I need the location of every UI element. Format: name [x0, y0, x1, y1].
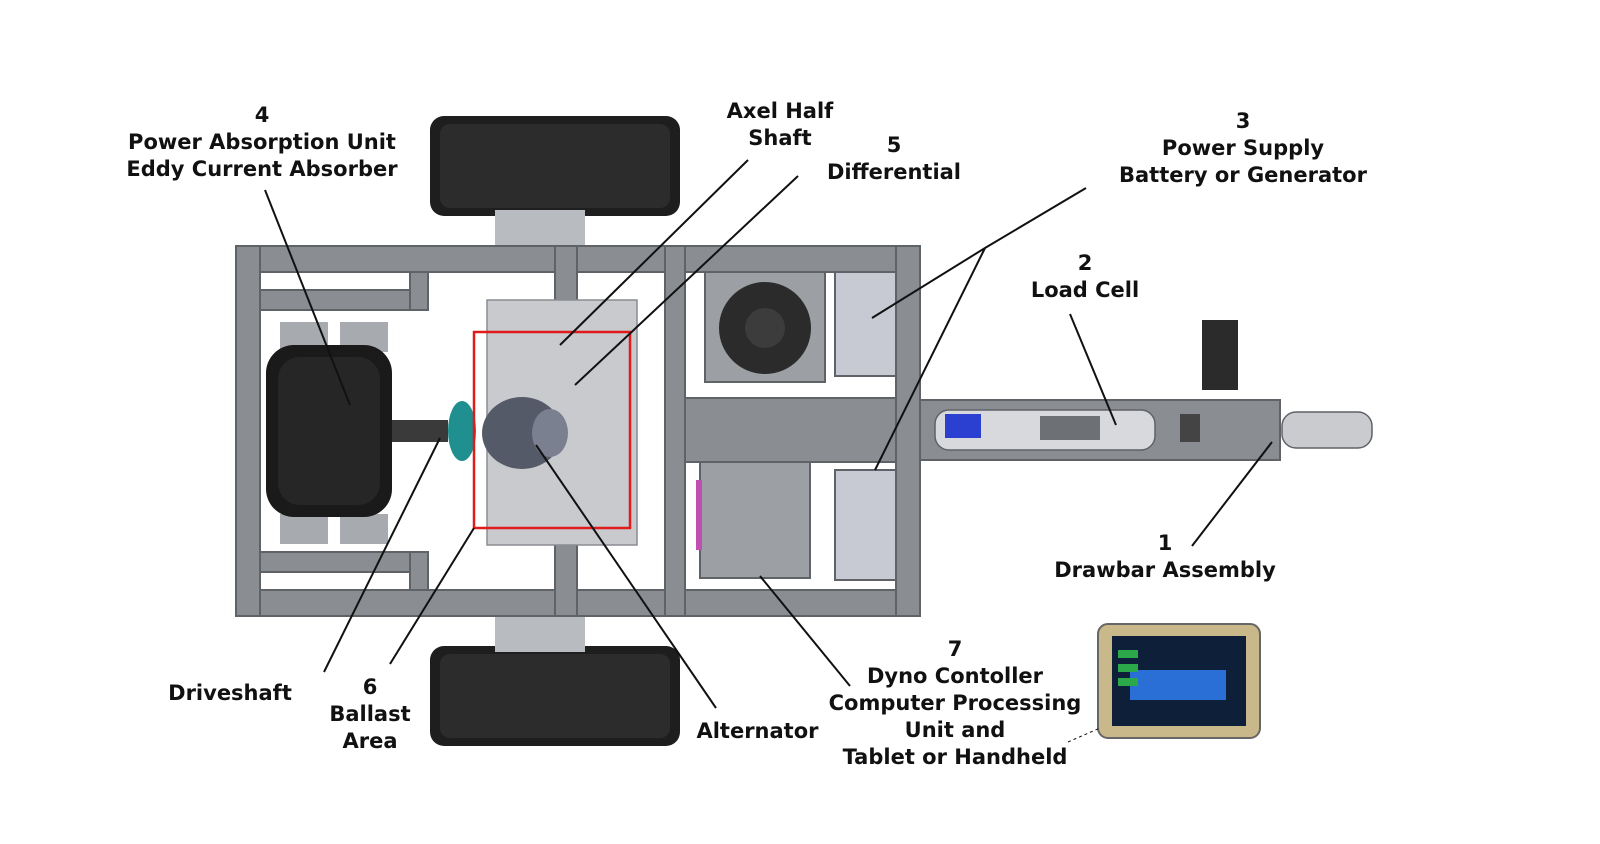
pau-line1: Power Absorption Unit [128, 130, 396, 154]
pau-line2: Eddy Current Absorber [126, 157, 398, 181]
generator-unit [704, 271, 826, 383]
load-cell-number: 2 [1077, 251, 1093, 275]
differential-number: 5 [886, 133, 902, 157]
drawbar [919, 320, 1373, 461]
controller-box [699, 461, 811, 579]
driveshaft-label: Driveshaft [160, 680, 300, 707]
ballast-number: 6 [362, 675, 378, 699]
axle-line1: Axel Half [726, 99, 834, 123]
axle-label: Axel Half Shaft [700, 98, 860, 152]
controller-label: 7 Dyno Contoller Computer Processing Uni… [820, 636, 1090, 771]
controller-line3: Unit and [904, 718, 1006, 742]
wheel-top [430, 116, 680, 216]
differential-line1: Differential [826, 160, 962, 184]
drawbar-number: 1 [1157, 531, 1173, 555]
battery-boxes [834, 271, 897, 581]
pau-label: 4 Power Absorption Unit Eddy Current Abs… [112, 102, 412, 183]
axle-line2: Shaft [748, 126, 812, 150]
axle-stub-top [495, 210, 585, 250]
ballast-area-highlight [472, 330, 632, 530]
power-supply-line2: Battery or Generator [1119, 163, 1367, 187]
wheel-bottom [430, 646, 680, 746]
power-supply-label: 3 Power Supply Battery or Generator [1098, 108, 1388, 189]
axle-stub-bottom [495, 612, 585, 652]
ballast-label: 6 Ballast Area [315, 674, 425, 755]
alternator-line1: Alternator [696, 719, 819, 743]
pau-number: 4 [254, 103, 270, 127]
driveshaft-line1: Driveshaft [168, 681, 292, 705]
drawbar-label: 1 Drawbar Assembly [1040, 530, 1290, 584]
leader-lines [264, 159, 1273, 743]
load-cell-label: 2 Load Cell [1010, 250, 1160, 304]
power-supply-line1: Power Supply [1161, 136, 1325, 160]
power-supply-number: 3 [1235, 109, 1251, 133]
controller-line2: Computer Processing [828, 691, 1082, 715]
drawbar-line1: Drawbar Assembly [1054, 558, 1276, 582]
controller-number: 7 [947, 637, 963, 661]
controller-line4: Tablet or Handheld [842, 745, 1068, 769]
power-absorption-unit [266, 322, 476, 544]
tablet-icon [1097, 623, 1261, 739]
controller-line1: Dyno Contoller [866, 664, 1044, 688]
differential-label: 5 Differential [814, 132, 974, 186]
load-cell-line1: Load Cell [1030, 278, 1140, 302]
ballast-line2: Area [342, 729, 398, 753]
differential-assembly [482, 299, 638, 546]
alternator-label: Alternator [690, 718, 825, 745]
ballast-line1: Ballast [329, 702, 411, 726]
controller-connector [696, 480, 702, 550]
